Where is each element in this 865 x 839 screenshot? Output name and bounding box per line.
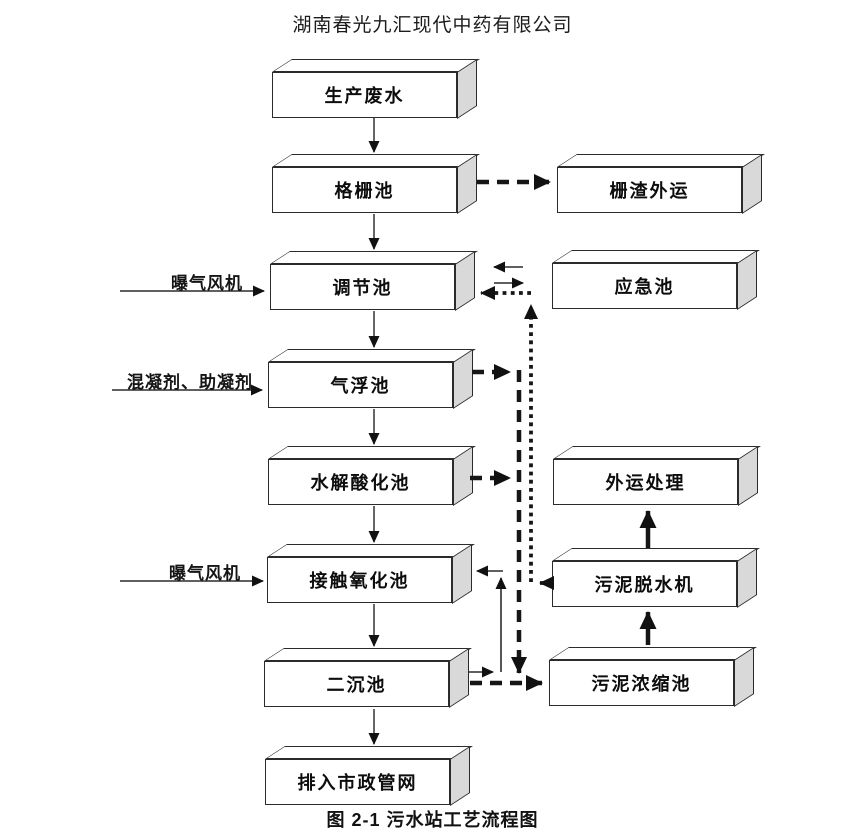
box-top-face	[271, 153, 480, 167]
box-regulating-pool: 调节池	[269, 250, 478, 311]
box-label: 污泥浓缩池	[591, 674, 692, 694]
box-top-face	[263, 647, 472, 661]
figure-caption: 图 2-1 污水站工艺流程图	[326, 810, 539, 830]
box-top-face	[551, 249, 760, 263]
sludge-dashed-lines	[470, 174, 551, 691]
box-label: 格栅池	[334, 181, 395, 201]
filtrate-dotted-line	[480, 286, 554, 590]
box-label: 调节池	[332, 278, 393, 298]
box-top-face	[271, 58, 480, 72]
box-top-face	[269, 250, 478, 264]
box-label: 接触氧化池	[309, 571, 410, 591]
box-hydrolysis-acidification-pool: 水解酸化池	[267, 445, 476, 506]
box-label: 外运处理	[605, 473, 686, 493]
box-emergency-pool: 应急池	[551, 249, 760, 310]
box-label: 污泥脱水机	[594, 575, 695, 595]
box-top-face	[551, 547, 760, 561]
box-grid-pool: 格栅池	[271, 153, 480, 214]
box-top-face	[556, 153, 765, 167]
label-aeration-fan-top: 曝气风机	[171, 274, 243, 293]
box-top-face	[548, 646, 757, 660]
box-air-flotation-pool: 气浮池	[267, 348, 476, 409]
box-top-face	[267, 348, 476, 362]
box-grid-residue-transport: 栅渣外运	[556, 153, 765, 214]
box-production-wastewater: 生产废水	[271, 58, 480, 119]
box-contact-oxidation-pool: 接触氧化池	[266, 543, 475, 604]
label-aeration-fan-bottom: 曝气风机	[169, 564, 241, 583]
box-top-face	[264, 745, 473, 759]
box-sludge-dewatering-machine: 污泥脱水机	[551, 547, 760, 608]
box-label: 水解酸化池	[310, 473, 411, 493]
box-label: 二沉池	[326, 675, 387, 695]
box-top-face	[267, 445, 476, 459]
input-arrows	[112, 285, 265, 587]
box-municipal-network-discharge: 排入市政管网	[264, 745, 473, 806]
page-title: 湖南春光九汇现代中药有限公司	[292, 15, 573, 36]
emergency-exchange-arrows	[493, 261, 524, 289]
box-sludge-thickening-pool: 污泥浓缩池	[548, 646, 757, 707]
box-label: 排入市政管网	[297, 773, 418, 793]
box-offsite-treatment: 外运处理	[552, 445, 761, 506]
box-label: 气浮池	[330, 376, 391, 396]
box-label: 生产废水	[324, 86, 405, 106]
label-coagulant: 混凝剂、助凝剂	[127, 373, 253, 392]
box-top-face	[266, 543, 475, 557]
sludge-return-line	[468, 565, 507, 678]
box-label: 应急池	[614, 277, 675, 297]
box-label: 栅渣外运	[609, 181, 690, 201]
box-secondary-sedimentation-pool: 二沉池	[263, 647, 472, 708]
box-top-face	[552, 445, 761, 459]
